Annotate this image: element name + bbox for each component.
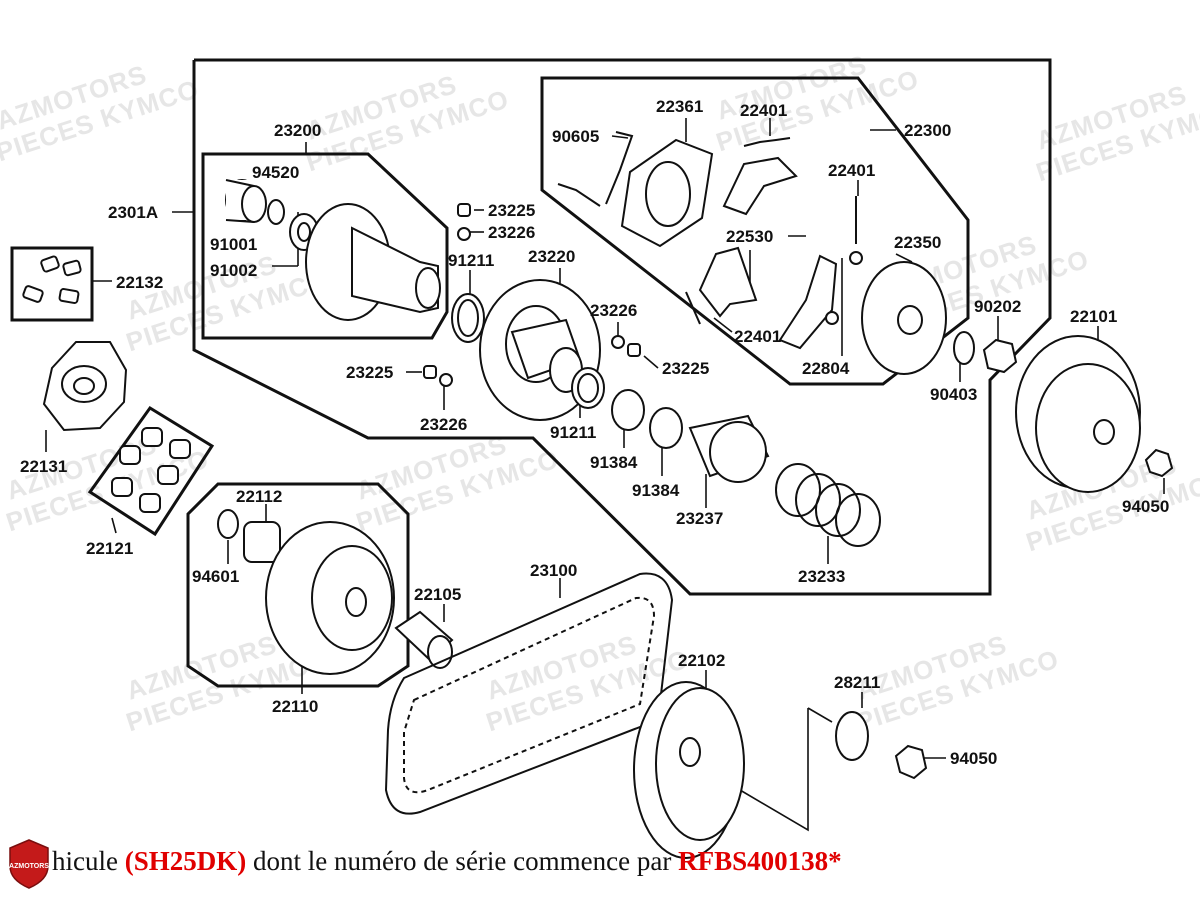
label-23200: 23200	[274, 121, 321, 140]
slider-pieces-22132	[22, 255, 82, 304]
nut-94050-a	[1144, 448, 1174, 478]
label-22804: 22804	[802, 359, 850, 378]
label-94520: 94520	[252, 163, 299, 182]
group-outlines	[10, 58, 1052, 688]
bolt-23225-top	[457, 203, 471, 217]
label-90605: 90605	[552, 127, 599, 146]
label-22350: 22350	[894, 233, 941, 252]
label-22102: 22102	[678, 651, 725, 670]
shoe-22530-c	[698, 246, 758, 318]
washer-28211	[835, 711, 869, 761]
label-2301A: 2301A	[108, 203, 158, 222]
label-91002: 91002	[210, 261, 257, 280]
washer-90403	[953, 331, 975, 365]
label-22110: 22110	[272, 697, 318, 716]
footer-caption: hicule (SH25DK) dont le numéro de série …	[52, 846, 842, 886]
plate-22361	[620, 138, 714, 248]
label-22101: 22101	[1070, 307, 1117, 326]
drive-plate-22350	[861, 261, 947, 375]
label-22131: 22131	[20, 457, 67, 476]
pulley-23200	[305, 203, 441, 321]
label-91001: 91001	[210, 235, 257, 254]
shoe-22530-b	[778, 254, 838, 350]
footer-model: (SH25DK)	[124, 846, 247, 876]
oil-seal-91211-upper	[451, 293, 485, 343]
oil-seal-91211-lower	[571, 367, 605, 409]
circlip-94601	[217, 509, 239, 539]
label-22132: 22132	[116, 273, 163, 292]
washer-23226-left	[439, 373, 453, 387]
bushing-22112	[243, 521, 281, 563]
label-22401-right: 22401	[828, 161, 875, 180]
bolt-23225-right	[627, 343, 641, 357]
label-22112: 22112	[236, 487, 282, 506]
label-94050-a: 94050	[1122, 497, 1169, 516]
label-23225-top: 23225	[488, 201, 535, 220]
label-23226-top: 23226	[488, 223, 535, 242]
collar-22105	[394, 610, 454, 669]
drive-belt-23100	[384, 572, 674, 815]
ramp-plate-22131	[42, 341, 128, 432]
label-22361: 22361	[656, 97, 703, 116]
label-94050-b: 94050	[950, 749, 997, 768]
washer-22804	[825, 251, 863, 325]
label-91211-lower: 91211	[550, 423, 596, 442]
o-ring-91384-a	[611, 389, 645, 431]
spring-22401-left	[685, 291, 701, 325]
group-outline-23200	[201, 152, 449, 340]
washer-23226-right	[611, 335, 625, 349]
label-94601: 94601	[192, 567, 239, 586]
rollers-22121	[111, 427, 191, 513]
label-28211: 28211	[834, 673, 880, 692]
label-90202: 90202	[974, 297, 1021, 316]
label-90403: 90403	[930, 385, 977, 404]
seal-94520	[267, 199, 285, 225]
footer-serial: RFBS400138*	[678, 846, 842, 876]
part-labels: 23200 94520 91001 91002 2301A 22132 2213…	[20, 97, 1169, 768]
azmotors-logo: AZMOTORS	[9, 839, 49, 889]
label-91211-upper: 91211	[448, 251, 494, 270]
label-22105: 22105	[414, 585, 461, 604]
label-23233: 23233	[798, 567, 845, 586]
parts-drawings	[22, 131, 1174, 859]
label-23220: 23220	[528, 247, 575, 266]
footer-text-2: dont le numéro de série commence par	[246, 846, 679, 876]
group-outline-2301A	[192, 58, 1052, 596]
o-ring-91384-b	[649, 407, 683, 449]
label-23100: 23100	[530, 561, 577, 580]
label-91384-a: 91384	[590, 453, 638, 472]
label-22530: 22530	[726, 227, 773, 246]
label-22121: 22121	[86, 539, 133, 558]
collar-23237	[688, 414, 770, 483]
pulley-23220	[479, 279, 601, 421]
spring-22401-top	[743, 137, 791, 147]
label-23226-right: 23226	[590, 301, 637, 320]
label-23225-left: 23225	[346, 363, 393, 382]
washer-23226-top	[457, 227, 471, 241]
group-outline-22110	[186, 482, 410, 688]
label-23225-right: 23225	[662, 359, 709, 378]
label-23237: 23237	[676, 509, 723, 528]
fan-pulley-22102	[633, 681, 745, 859]
label-22300: 22300	[904, 121, 951, 140]
leader-lines	[45, 118, 1165, 832]
nut-94050-b	[894, 744, 928, 780]
clip-90605	[557, 131, 634, 207]
label-23226-left: 23226	[420, 415, 467, 434]
label-91384-b: 91384	[632, 481, 680, 500]
clutch-bell-22101	[1015, 335, 1141, 493]
bolt-23225-left	[423, 365, 437, 379]
shoe-22530-a	[722, 156, 798, 216]
logo-text: AZMOTORS	[9, 863, 49, 870]
footer-text-1: hicule	[52, 846, 125, 876]
needle-bearing-91001	[225, 179, 267, 223]
group-outline-22121	[87, 405, 215, 537]
gear-22110	[265, 521, 395, 675]
spring-23233	[775, 463, 881, 547]
nut-90202	[982, 338, 1018, 374]
label-22401-top: 22401	[740, 101, 787, 120]
label-22401-left: 22401	[734, 327, 781, 346]
group-outline-22132	[10, 246, 94, 322]
